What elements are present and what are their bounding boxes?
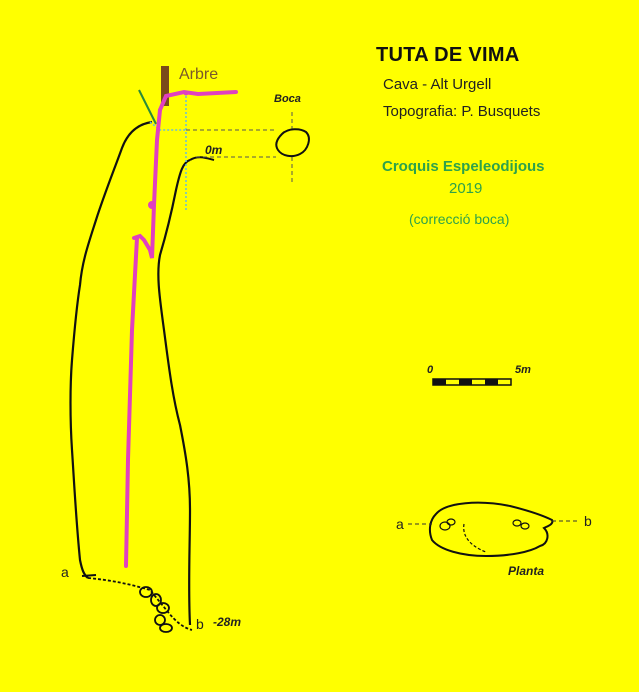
plan-point-b: b [584,513,592,529]
plan-axis-lines [408,520,580,525]
correction-label: (correcció boca) [409,211,510,227]
cave-wall-right [157,158,192,626]
location-label: Cava - Alt Urgell [383,76,492,93]
entrance-label: Boca [274,93,301,105]
bottom-depth-label: -28m [213,615,242,629]
scale-bar [432,378,512,386]
plan-view [428,501,554,558]
cave-wall-left [69,120,153,579]
zero-depth-label: 0m [205,143,223,157]
tree-label: Arbre [179,66,219,83]
entrance-plan-shape [275,128,310,158]
section-point-b: b [196,616,204,632]
topography-label: Topografia: P. Busquets [383,103,541,120]
anchor-a [81,574,97,577]
plan-point-a: a [396,516,404,532]
rope-anchor-2 [183,90,189,96]
green-line [138,89,157,125]
rope-anchor-1 [148,201,156,209]
plan-label: Planta [508,564,545,578]
projection-lines [186,112,293,182]
year-label: 2019 [449,180,483,197]
boulders [139,586,173,633]
scale-end-label: 5m [515,364,531,376]
cave-entrance-ledge [189,156,215,161]
rope [124,89,238,568]
section-point-a: a [61,564,69,580]
page-title: TUTA DE VIMA [376,44,520,66]
tree-trunk [161,66,169,106]
cave-floor [87,577,193,631]
scale-start-label: 0 [427,364,434,376]
credit-label: Croquis Espeleodijous [382,158,545,175]
